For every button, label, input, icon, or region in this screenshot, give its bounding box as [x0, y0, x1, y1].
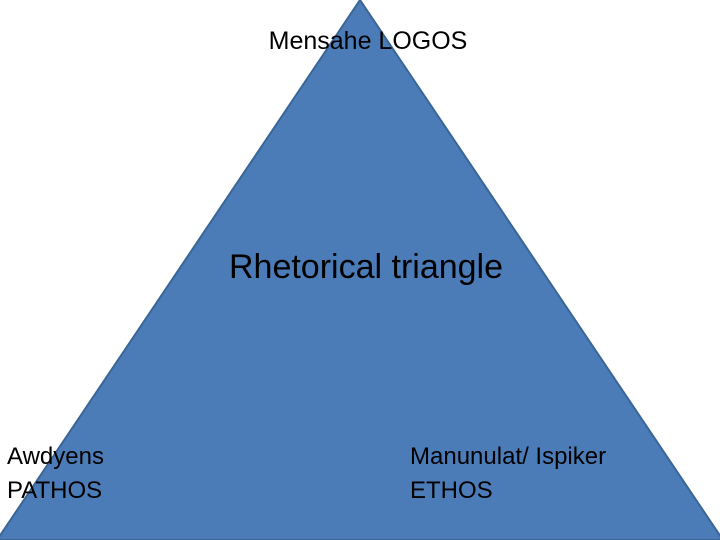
pathos-line-1: Awdyens	[7, 443, 104, 470]
pathos-line-2: PATHOS	[7, 477, 103, 504]
center-title: Rhetorical triangle	[228, 248, 504, 286]
apex-label-logos: Mensahe LOGOS	[268, 27, 468, 55]
bottom-right-label-ethos: Manunulat/ Ispiker ETHOS	[410, 440, 606, 508]
ethos-line-1: Manunulat/ Ispiker	[410, 443, 607, 470]
bottom-left-label-pathos: Awdyens PATHOS	[7, 440, 104, 508]
ethos-line-2: ETHOS	[410, 477, 493, 504]
